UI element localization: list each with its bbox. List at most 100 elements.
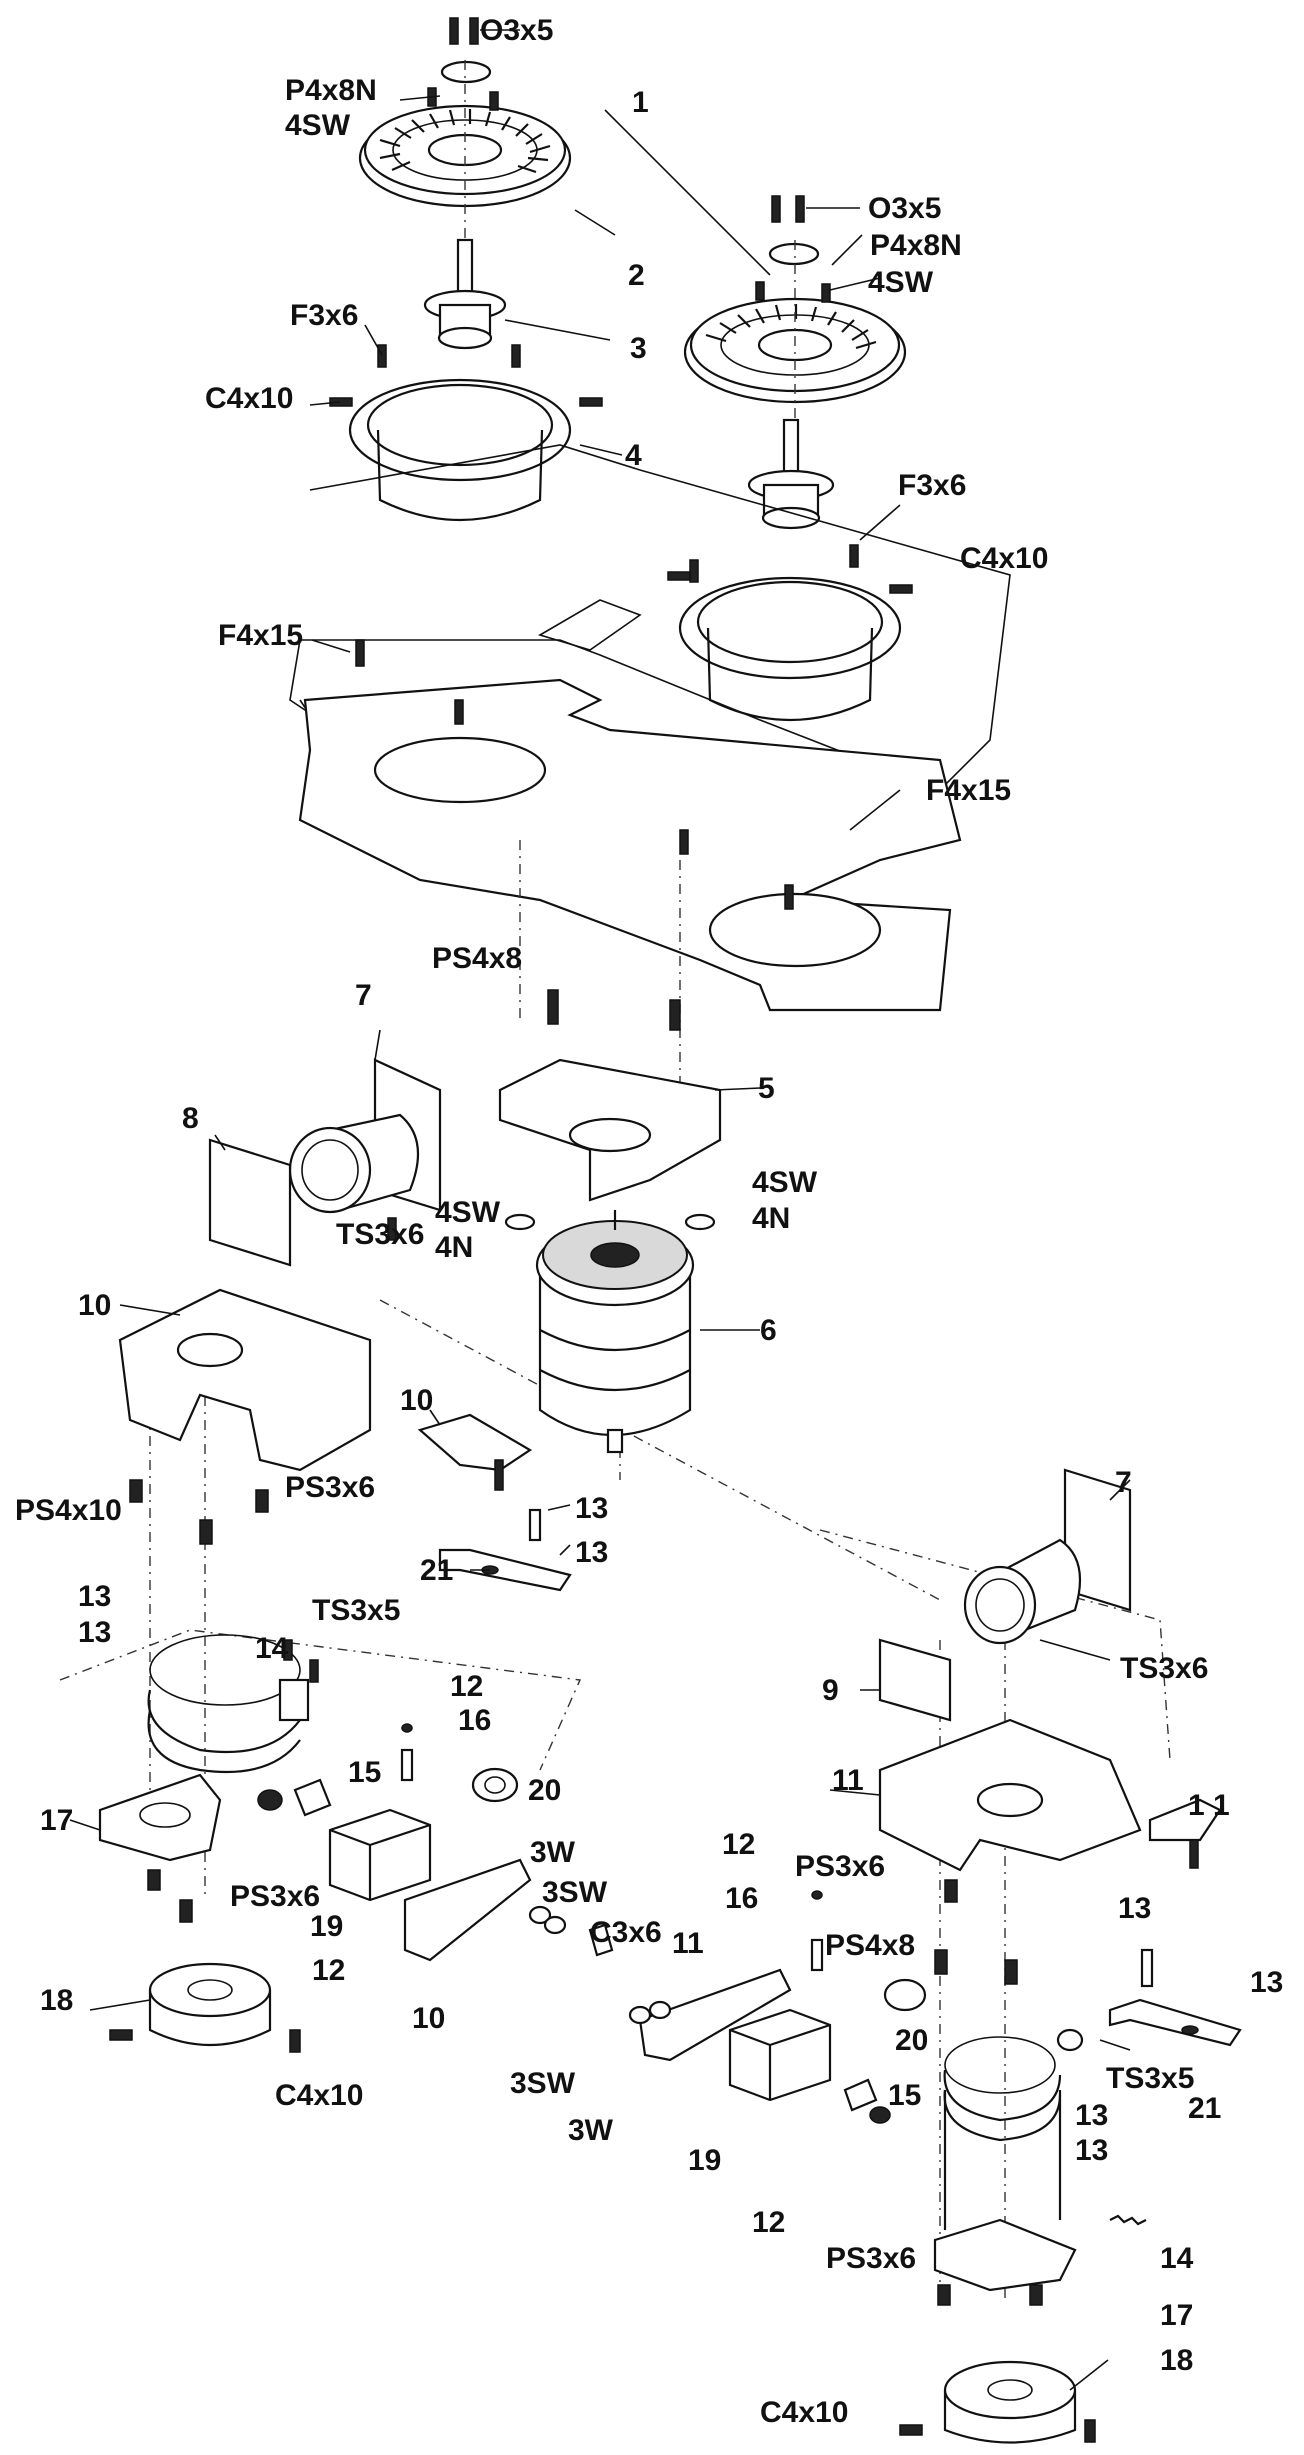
label-part-12-d: 12 <box>752 2206 785 2239</box>
label-part-13-b: 13 <box>575 1536 608 1569</box>
label-part-16-b: 16 <box>725 1882 758 1915</box>
cap-right <box>883 1978 927 2012</box>
label-ps4x10: PS4x10 <box>15 1494 122 1527</box>
label-ps3x6-lower-left: PS3x6 <box>230 1880 320 1913</box>
brake-band-left <box>147 1634 319 1774</box>
reel-assembly-right <box>667 195 913 722</box>
arm-lower-left <box>403 1858 614 1962</box>
part-labels: O3x5 P4x8N 4SW 1 2 F3x6 3 C4x10 4 O3x5 P… <box>15 14 1283 2429</box>
label-part-13-a: 13 <box>575 1492 608 1525</box>
chassis-bracket-left <box>118 1288 372 1545</box>
label-part-14-right: 14 <box>1160 2242 1194 2275</box>
plunger-right <box>810 1890 824 1972</box>
label-f4x15-left: F4x15 <box>218 619 303 652</box>
motor-bracket <box>498 989 722 1202</box>
label-ps3x6-upper-left: PS3x6 <box>285 1471 375 1504</box>
label-part-16-a: 16 <box>458 1704 491 1737</box>
label-ps4x8-top: PS4x8 <box>432 942 522 975</box>
label-ps4x8-right: PS4x8 <box>825 1929 915 1962</box>
label-part-10-lower: 10 <box>412 2002 445 2035</box>
solenoid-left <box>208 1058 442 1267</box>
label-part-13-h: 13 <box>1075 2134 1108 2167</box>
label-3sw-upper: 3SW <box>542 1876 608 1909</box>
bracket-17-left <box>98 1773 222 1923</box>
label-ps3x6-right-upper: PS3x6 <box>795 1850 885 1883</box>
label-c4x10-lower-left: C4x10 <box>275 2079 363 2112</box>
label-part-12-b: 12 <box>312 1954 345 1987</box>
label-part-2: 2 <box>628 259 645 292</box>
label-4sw-motor-right: 4SW <box>752 1166 818 1199</box>
label-4sw-motor-left: 4SW <box>435 1196 501 1229</box>
label-part-13-g: 13 <box>1075 2099 1108 2132</box>
label-part-7-right: 7 <box>1115 1466 1132 1499</box>
label-part-21-right: 21 <box>1188 2092 1221 2125</box>
solenoid-right <box>963 1468 1132 1645</box>
label-part-7-left: 7 <box>355 979 372 1012</box>
label-f3x6-right: F3x6 <box>898 469 966 502</box>
label-part-18-left: 18 <box>40 1984 73 2017</box>
label-part-12-a: 12 <box>450 1670 483 1703</box>
leader-lines <box>69 95 1131 2391</box>
label-part-6: 6 <box>760 1314 777 1347</box>
solenoid-coil-right <box>728 2008 891 2124</box>
label-part-10-center: 10 <box>400 1384 433 1417</box>
reel-disc-left <box>358 87 572 208</box>
label-f3x6-left: F3x6 <box>290 299 358 332</box>
screw-o3x5-right <box>768 195 860 266</box>
label-ps3x6-right-lower: PS3x6 <box>826 2242 916 2275</box>
label-part-10-left: 10 <box>78 1289 111 1322</box>
mounting-ring-left <box>329 344 603 522</box>
label-part-3: 3 <box>630 332 647 365</box>
screw-o3x5-left <box>440 17 520 84</box>
label-c4x10-left: C4x10 <box>205 382 293 415</box>
mounting-ring-right <box>667 544 913 722</box>
label-part-21-left: 21 <box>420 1554 453 1587</box>
label-3w-lower: 3W <box>568 2114 614 2147</box>
lever-center <box>438 1508 572 1592</box>
small-bracket-center <box>417 1413 533 1491</box>
label-part-1: 1 <box>632 86 649 119</box>
label-c4x10-lower-right: C4x10 <box>760 2396 848 2429</box>
hub-spindle-left <box>423 238 507 350</box>
base-plate <box>298 639 962 1012</box>
label-part-13-e: 13 <box>1118 1892 1151 1925</box>
label-part-13-f: 13 <box>1250 1966 1283 1999</box>
plunger-left <box>400 1723 414 1782</box>
label-4sw-left: 4SW <box>285 109 351 142</box>
label-p4x8n-right: P4x8N <box>870 229 962 262</box>
label-3sw-lower: 3SW <box>510 2067 576 2100</box>
label-ts3x6-right: TS3x6 <box>1120 1652 1208 1685</box>
label-part-14-left: 14 <box>255 1632 289 1665</box>
pulley-left <box>109 1962 301 2053</box>
label-part-17-left: 17 <box>40 1804 73 1837</box>
spring-14-right <box>1109 2214 1147 2226</box>
label-part-11-c: 11 <box>672 1927 704 1960</box>
label-3w-upper: 3W <box>530 1836 576 1869</box>
label-c4x10-right: C4x10 <box>960 542 1048 575</box>
label-c3x6: C3x6 <box>590 1916 662 1949</box>
label-4sw-right: 4SW <box>868 266 934 299</box>
bracket-17-right <box>933 2218 1077 2306</box>
label-part-12-c: 12 <box>722 1828 755 1861</box>
label-part-15-left: 15 <box>348 1756 381 1789</box>
label-part-8: 8 <box>182 1102 199 1135</box>
label-ts3x6-left: TS3x6 <box>336 1218 424 1251</box>
label-ts3x5-right: TS3x5 <box>1106 2062 1194 2095</box>
label-part-9: 9 <box>822 1674 839 1707</box>
brake-band-right <box>943 2036 1062 2230</box>
chassis-bracket-right <box>878 1718 1142 1985</box>
cap-left <box>471 1767 519 1803</box>
label-part-5: 5 <box>758 1072 775 1105</box>
label-part-20-left: 20 <box>528 1774 561 1807</box>
label-f4x15-right: F4x15 <box>926 774 1011 807</box>
bracket-11-right <box>1148 1798 1222 1869</box>
label-part-15-right: 15 <box>888 2079 921 2112</box>
label-part-18-right: 18 <box>1160 2344 1193 2377</box>
motor <box>504 1210 716 1454</box>
label-o3x5-left: O3x5 <box>480 14 553 47</box>
label-part-20-right: 20 <box>895 2024 928 2057</box>
label-p4x8n-left: P4x8N <box>285 74 377 107</box>
label-part-19-right: 19 <box>688 2144 721 2177</box>
plate-9 <box>878 1638 952 1722</box>
